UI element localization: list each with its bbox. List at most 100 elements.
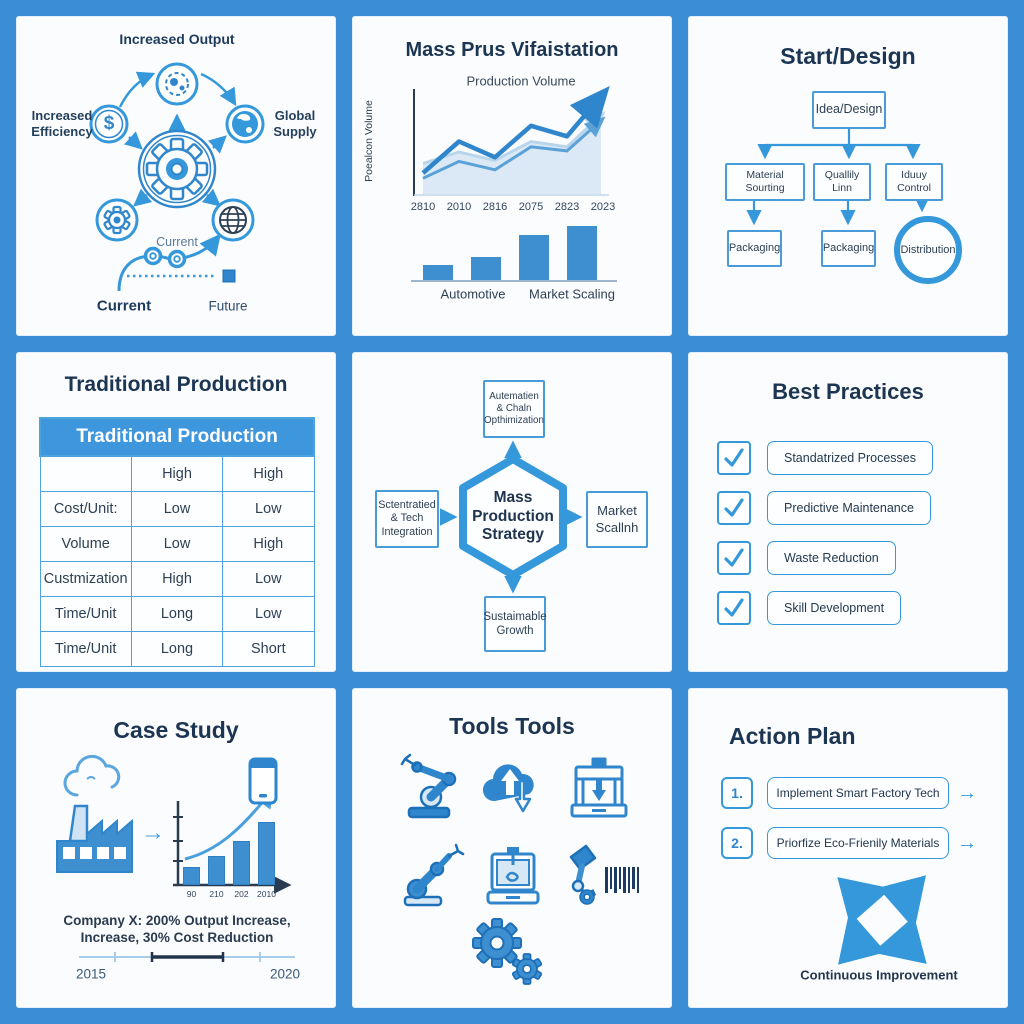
panel-title: Traditional Production [64, 373, 288, 396]
curve-arrow-left-top [118, 71, 156, 108]
panel-tools: Tools Tools [352, 688, 672, 1008]
step-label: Implement Smart Factory Tech [767, 777, 949, 809]
mini-gear-icon [95, 198, 139, 242]
bar [233, 840, 250, 885]
press-machine-icon [570, 757, 628, 818]
current-label: Current [96, 297, 152, 315]
table-cell: Volume [39, 526, 132, 562]
arrow-bottom-left [133, 188, 153, 207]
checkbox [717, 491, 751, 525]
action-steps: 1. Implement Smart Factory Tech → 2. Priorfi… [721, 777, 977, 877]
panel-action-plan: Action Plan 1.Implement Smart Factory Te… [688, 688, 1008, 1008]
table-header: Traditional Production [39, 417, 315, 457]
x-tick-label: 2816 [482, 201, 508, 213]
practice-label: Predictive Maintenance [767, 491, 931, 525]
practice-label: Waste Reduction [767, 541, 896, 575]
table-cell: Cost/Unit: [39, 491, 132, 527]
table-cell: High [130, 561, 224, 597]
panel-production-volume: Mass Prus Vifaistation Production Volume… [352, 16, 672, 336]
bar [423, 264, 453, 280]
arrow-right-icon: → [141, 819, 165, 846]
growth-curve [117, 233, 221, 292]
timeline-end-label: 2020 [269, 966, 301, 982]
bar [471, 256, 501, 280]
checkbox [717, 591, 751, 625]
bar [258, 822, 275, 885]
checkbox [717, 541, 751, 575]
x-tick-label: 2810 [410, 201, 436, 213]
ecosystem-top-label: Increased Output [119, 31, 235, 47]
hexagon [459, 455, 567, 579]
robot-arm-icon [400, 753, 457, 819]
flow-connectors [746, 129, 930, 226]
case-study-graphics [56, 754, 295, 962]
x-tick-label: 2010 [446, 201, 472, 213]
step-number: 1. [721, 777, 753, 809]
future-label: Future [208, 298, 248, 314]
practice-item: Standatrized Processes [717, 441, 934, 475]
arrow-right-icon: → [957, 781, 977, 804]
cloud-transfer-icon [482, 764, 534, 813]
checkmark-icon [724, 598, 744, 617]
cycle-caption: Continuous Improvement [800, 967, 958, 983]
factory-icon [56, 754, 133, 873]
step-label: Priorfize Eco-Frienily Materials [767, 827, 949, 859]
line-chart [413, 86, 610, 196]
flow-box-control: Iduuy Control [885, 163, 943, 201]
checkmark-icon [724, 498, 744, 517]
bar [183, 867, 200, 885]
practice-item: Skill Development [717, 591, 933, 625]
table-cell: Short [222, 631, 315, 667]
table-cell: Low [222, 561, 315, 597]
practice-label: Standatrized Processes [767, 441, 934, 475]
future-marker-icon [222, 269, 236, 283]
smartphone-icon [248, 757, 278, 805]
x-tick-label: 202 [234, 889, 249, 899]
action-step: 2.Priorfize Eco-Frienily Materials→ [721, 827, 977, 859]
table-cell: Low [130, 491, 224, 527]
table-cell: Long [130, 631, 224, 667]
practice-item: Predictive Maintenance [717, 491, 933, 525]
flow-box-packaging-1: Packaging [727, 230, 782, 267]
sphere-gear-icon [155, 62, 199, 106]
action-step: 1. Implement Smart Factory Tech → [721, 777, 977, 809]
dollar-icon [89, 104, 129, 144]
robot-arm-2-icon [403, 843, 465, 907]
panel-title: Best Practices [772, 379, 924, 404]
table-cell: Low [222, 491, 315, 527]
tertiary-line [422, 116, 606, 180]
table-cell: Time/Unit [39, 596, 132, 632]
table-cell: High [222, 526, 315, 562]
bar [208, 856, 225, 885]
table-cell: Low [130, 526, 224, 562]
flow-box-packaging-2: Packaging [821, 230, 876, 267]
3d-printer-icon [486, 847, 540, 905]
curve-label: Current [156, 235, 198, 249]
bar-group-label-1: Automotive [440, 286, 506, 302]
step-number: 2. [721, 827, 753, 859]
panel-title: Tools Tools [449, 713, 575, 739]
practice-item: Waste Reduction [717, 541, 933, 575]
inspection-barcode-icon [569, 844, 639, 905]
panel-case-study: Case Study [16, 688, 336, 1008]
table-cell: High [222, 455, 315, 492]
curve-arrow-top-right [200, 72, 237, 107]
main-gear-icon [137, 129, 217, 209]
x-tick-label: 2823 [554, 201, 580, 213]
table-cell: Time/Unit [39, 631, 132, 667]
